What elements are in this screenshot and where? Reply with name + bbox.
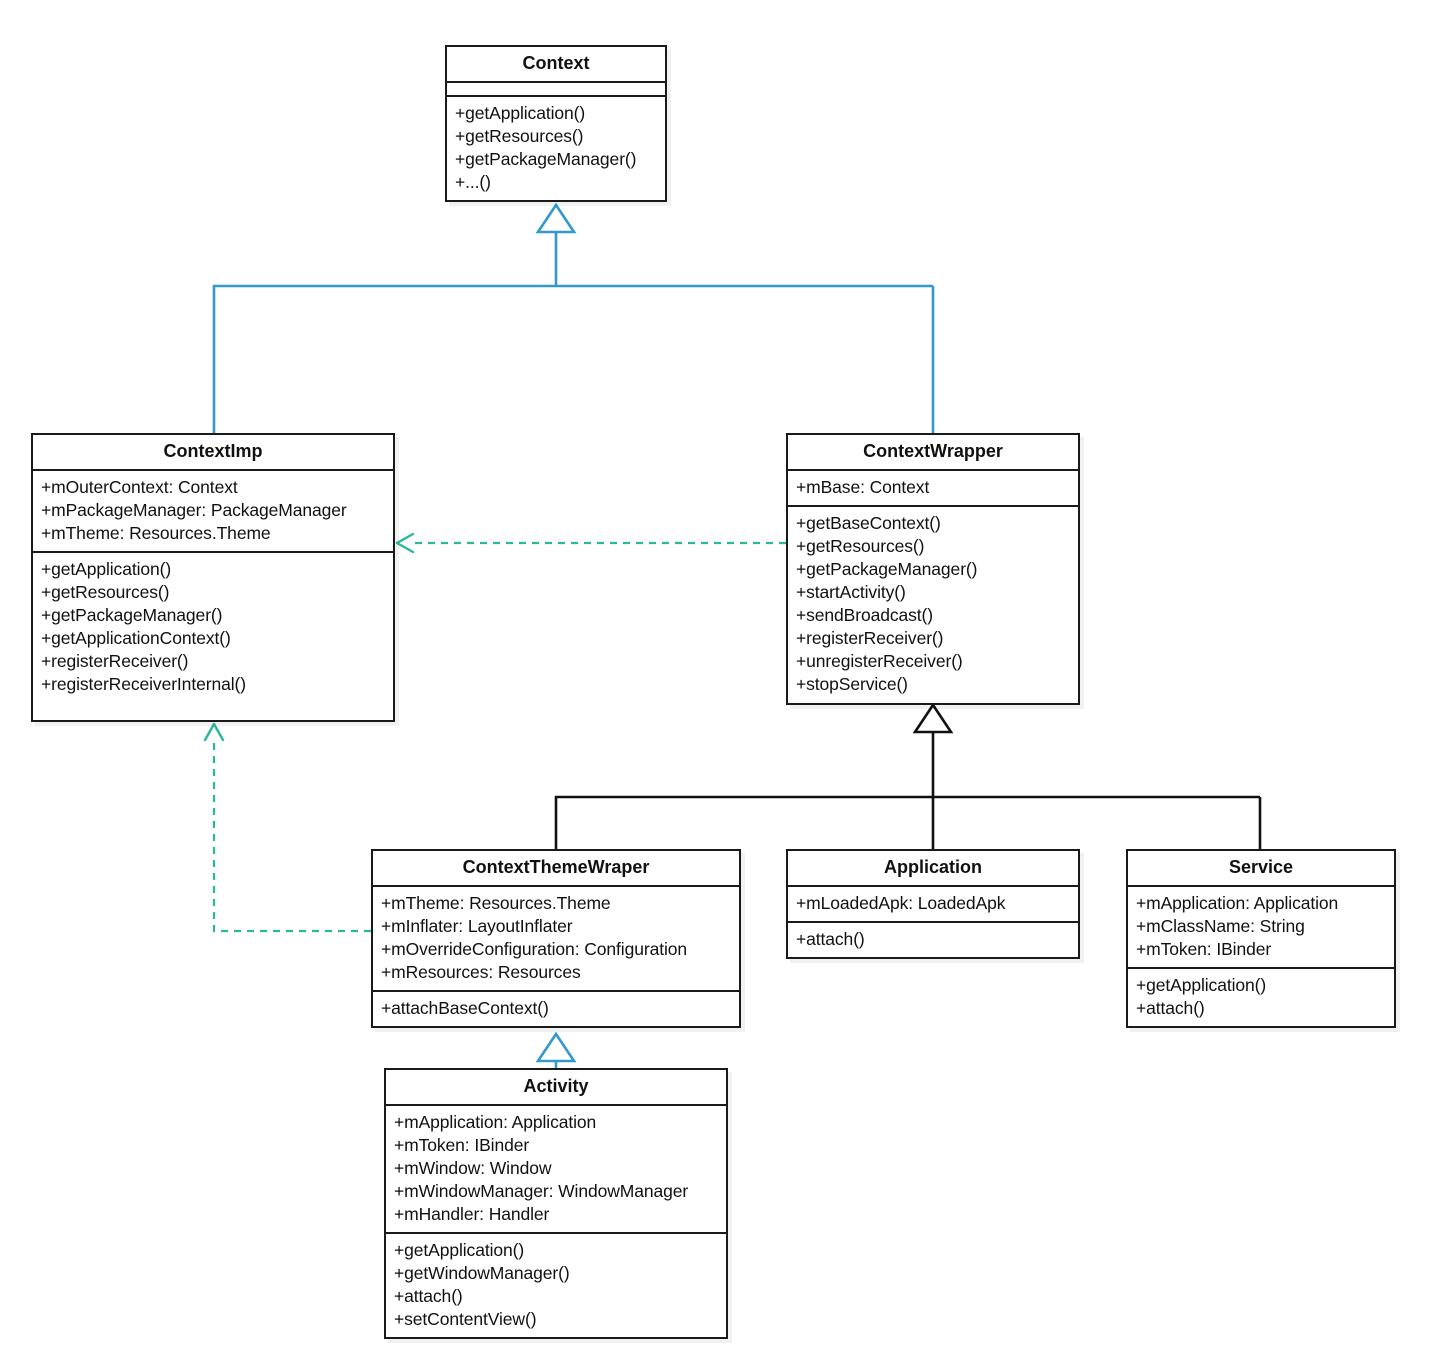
edge-activity-to-contextthemewraper: [535, 1031, 577, 1068]
class-methods-activity: +getApplication() +getWindowManager() +a…: [386, 1234, 726, 1337]
class-member: +getApplication(): [455, 102, 586, 123]
class-box-service[interactable]: Service +mApplication: Application +mCla…: [1126, 849, 1396, 1028]
class-methods-contextimp: +getApplication() +getResources() +getPa…: [33, 553, 393, 702]
class-member: +getApplication(): [394, 1239, 525, 1260]
class-box-activity[interactable]: Activity +mApplication: Application +mTo…: [384, 1068, 728, 1339]
class-member: +setContentView(): [394, 1308, 537, 1329]
class-member: +...(): [455, 171, 491, 192]
class-box-contextthemewraper[interactable]: ContextThemeWraper +mTheme: Resources.Th…: [371, 849, 741, 1028]
class-member: +getResources(): [796, 535, 925, 556]
class-attributes-contextimp: +mOuterContext: Context +mPackageManager…: [33, 471, 393, 553]
class-member: +getPackageManager(): [796, 558, 978, 579]
class-member: +mInflater: LayoutInflater: [381, 915, 573, 936]
class-member: +getResources(): [455, 125, 584, 146]
class-member: +getWindowManager(): [394, 1262, 570, 1283]
class-member: +mTheme: Resources.Theme: [41, 522, 271, 543]
class-title-contextwrapper: ContextWrapper: [788, 435, 1078, 471]
class-methods-application: +attach(): [788, 923, 1078, 957]
class-box-contextwrapper[interactable]: ContextWrapper +mBase: Context +getBaseC…: [786, 433, 1080, 705]
class-member: +mHandler: Handler: [394, 1203, 550, 1224]
class-member: +getPackageManager(): [455, 148, 637, 169]
class-member: +getApplication(): [1136, 974, 1267, 995]
class-attributes-context: [447, 83, 665, 97]
class-attributes-contextwrapper: +mBase: Context: [788, 471, 1078, 507]
class-member: +mToken: IBinder: [1136, 938, 1272, 959]
class-member: +attachBaseContext(): [381, 997, 549, 1018]
class-member: +mOverrideConfiguration: Configuration: [381, 938, 688, 959]
class-methods-service: +getApplication() +attach(): [1128, 969, 1394, 1026]
class-title-service: Service: [1128, 851, 1394, 887]
class-title-contextimp: ContextImp: [33, 435, 393, 471]
class-member: +mWindowManager: WindowManager: [394, 1180, 689, 1201]
class-member: +attach(): [796, 928, 865, 949]
edge-to-context: [212, 202, 935, 433]
edge-contextthemewraper-to-contextimp: [203, 722, 371, 933]
class-attributes-contextthemewraper: +mTheme: Resources.Theme +mInflater: Lay…: [373, 887, 739, 992]
class-box-context[interactable]: Context +getApplication() +getResources(…: [445, 45, 667, 202]
class-member: +mTheme: Resources.Theme: [381, 892, 611, 913]
class-member: +registerReceiver(): [41, 650, 189, 671]
class-member: +sendBroadcast(): [796, 604, 934, 625]
class-title-context: Context: [447, 47, 665, 83]
class-member: +mClassName: String: [1136, 915, 1305, 936]
class-title-activity: Activity: [386, 1070, 726, 1106]
class-member: +getResources(): [41, 581, 170, 602]
class-member: +unregisterReceiver(): [796, 650, 963, 671]
class-member: +attach(): [1136, 997, 1205, 1018]
edge-contextwrapper-to-contextimp: [395, 532, 786, 554]
class-member: +getPackageManager(): [41, 604, 223, 625]
edge-to-contextwrapper: [554, 702, 1262, 849]
class-member: +getBaseContext(): [796, 512, 941, 533]
class-methods-context: +getApplication() +getResources() +getPa…: [447, 97, 665, 200]
class-member: +mBase: Context: [796, 476, 930, 497]
class-member: +getApplication(): [41, 558, 172, 579]
class-member: +mResources: Resources: [381, 961, 581, 982]
class-attributes-activity: +mApplication: Application +mToken: IBin…: [386, 1106, 726, 1234]
class-member: +mLoadedApk: LoadedApk: [796, 892, 1006, 913]
class-methods-contextwrapper: +getBaseContext() +getResources() +getPa…: [788, 507, 1078, 702]
class-member: +mPackageManager: PackageManager: [41, 499, 347, 520]
class-member: +mWindow: Window: [394, 1157, 552, 1178]
class-member: +mToken: IBinder: [394, 1134, 530, 1155]
class-member: +attach(): [394, 1285, 463, 1306]
class-title-contextthemewraper: ContextThemeWraper: [373, 851, 739, 887]
class-box-contextimp[interactable]: ContextImp +mOuterContext: Context +mPac…: [31, 433, 395, 722]
class-attributes-service: +mApplication: Application +mClassName: …: [1128, 887, 1394, 969]
class-attributes-application: +mLoadedApk: LoadedApk: [788, 887, 1078, 923]
class-member: +mApplication: Application: [394, 1111, 597, 1132]
class-member: +getApplicationContext(): [41, 627, 231, 648]
class-box-application[interactable]: Application +mLoadedApk: LoadedApk +atta…: [786, 849, 1080, 959]
class-member: +registerReceiver(): [796, 627, 944, 648]
class-member: +stopService(): [796, 673, 908, 694]
class-member: +mApplication: Application: [1136, 892, 1339, 913]
class-methods-contextthemewraper: +attachBaseContext(): [373, 992, 739, 1026]
class-title-application: Application: [788, 851, 1078, 887]
class-member: +startActivity(): [796, 581, 906, 602]
class-member: +registerReceiverInternal(): [41, 673, 246, 694]
class-member: +mOuterContext: Context: [41, 476, 238, 497]
